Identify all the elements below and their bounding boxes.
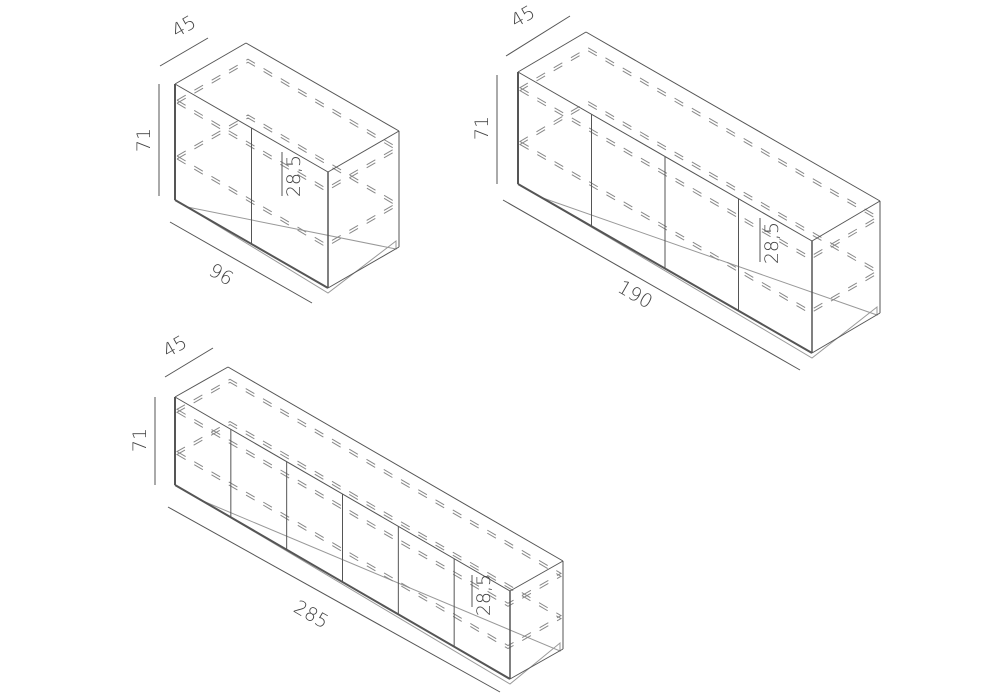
- height-label: 71: [471, 116, 493, 140]
- middle-shelf-hidden-line: [175, 420, 563, 647]
- top-left-edge: [174, 366, 229, 398]
- top-right-edge: [509, 560, 564, 592]
- top-right-edge: [327, 130, 400, 173]
- bottom-right-edge: [509, 648, 564, 680]
- depth-dimension-line: [164, 347, 214, 378]
- plinth: [201, 500, 561, 685]
- top-left-edge: [517, 31, 587, 73]
- width-dimension-line: [169, 221, 313, 304]
- shelf-height-label: 28,5: [473, 574, 495, 616]
- width-dimension-line: [502, 199, 801, 371]
- depth-dimension-line: [505, 15, 571, 57]
- top-shelf-hidden-line: [175, 378, 563, 604]
- top-back-edge: [245, 42, 400, 132]
- top-shelf-hidden-line: [519, 50, 879, 261]
- bottom-right-edge: [327, 246, 400, 289]
- shelf-height-label: 28,5: [283, 155, 305, 197]
- plinth: [541, 197, 878, 359]
- depth-label: 45: [159, 331, 191, 362]
- middle-shelf-hidden-line: [519, 100, 879, 312]
- top-right-edge: [811, 200, 881, 242]
- height-label: 71: [129, 428, 151, 452]
- top-back-edge: [227, 366, 564, 562]
- depth-label: 45: [507, 1, 539, 32]
- plinth: [186, 206, 397, 294]
- middle-shelf-hidden-line: [519, 103, 879, 315]
- depth-dimension-line: [159, 37, 209, 67]
- width-dimension-line: [167, 506, 501, 693]
- middle-shelf-hidden-line: [175, 423, 563, 650]
- sideboard-190: 45 71 190 28,5: [471, 1, 881, 371]
- shelf-height-label: 28,5: [761, 222, 783, 264]
- sideboard-285: 45 71 285 28,5: [129, 331, 564, 693]
- width-label: 96: [205, 259, 237, 290]
- height-label: 71: [133, 128, 155, 152]
- top-shelf-hidden-line: [175, 381, 563, 607]
- top-back-edge: [585, 31, 881, 202]
- top-shelf-hidden-line: [519, 47, 879, 258]
- bottom-right-edge: [811, 312, 881, 354]
- top-left-edge: [174, 42, 247, 85]
- width-label: 285: [290, 596, 332, 633]
- sideboard-96: 45 71 96 28,5: [133, 11, 400, 304]
- width-label: 190: [614, 276, 656, 313]
- depth-label: 45: [168, 11, 200, 42]
